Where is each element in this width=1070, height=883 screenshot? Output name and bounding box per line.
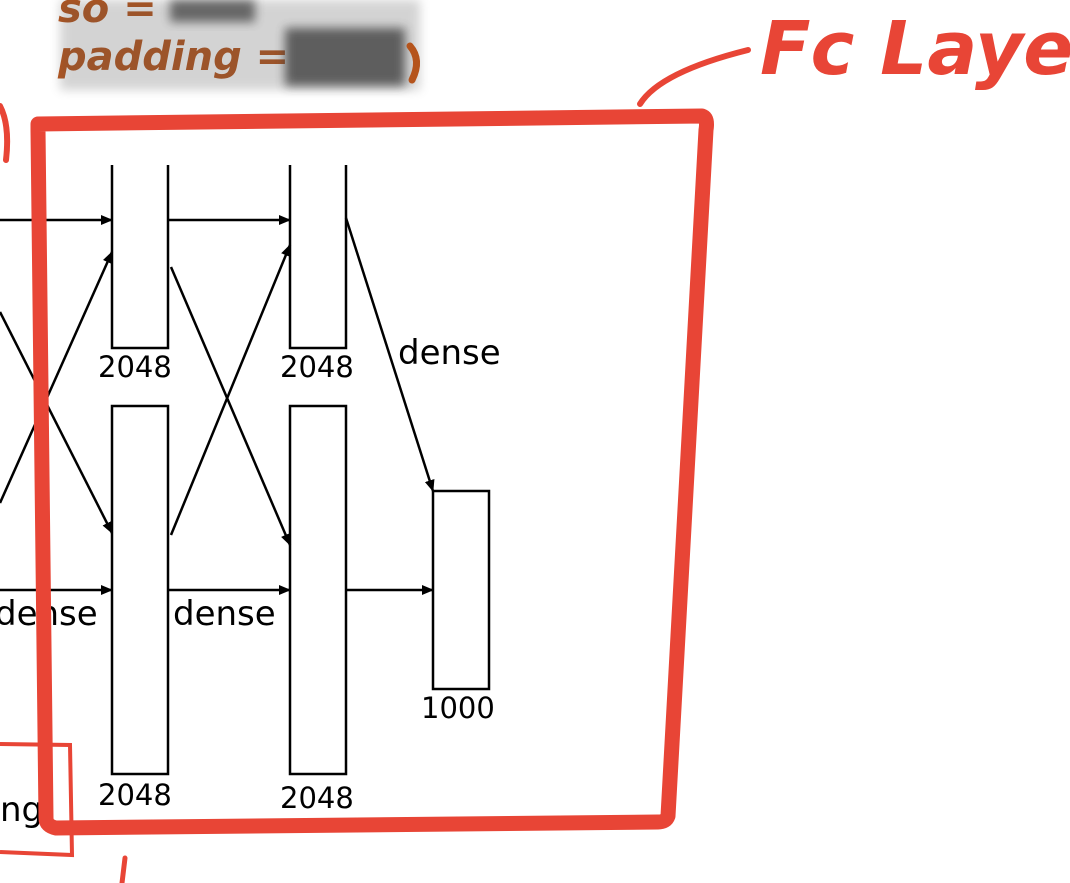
left-annotation-stroke <box>0 103 11 163</box>
edge-bottom-1-to-top-2 <box>169 244 292 536</box>
bottom-annotation-stroke <box>119 855 128 883</box>
scribble-paren <box>406 42 420 84</box>
edge-in-cross-down <box>0 311 114 534</box>
units-label-top-2: 2048 <box>280 350 354 384</box>
edge-top-2-to-output <box>344 217 435 492</box>
units-label-top-1: 2048 <box>98 350 172 384</box>
partial-highlight-box <box>0 742 75 858</box>
fc-layer-annotation: Fc Layer <box>30 6 1070 836</box>
layer-output <box>431 489 491 691</box>
units-label-bottom-1: 2048 <box>98 778 172 812</box>
connections <box>0 215 435 595</box>
layer-boxes <box>110 165 491 776</box>
fc-layer-leader-line <box>637 47 751 107</box>
fc-layer-title: Fc Layer <box>760 6 1070 92</box>
edge-label-dense-right: dense <box>398 333 501 373</box>
layer-top-1 <box>110 165 170 350</box>
layer-top-2 <box>288 165 348 350</box>
units-label-output: 1000 <box>421 691 495 725</box>
fc-layer-highlight-box <box>30 108 714 836</box>
units-label-bottom-2: 2048 <box>280 781 354 815</box>
layer-bottom-2 <box>288 404 348 776</box>
layer-bottom-1 <box>110 404 170 776</box>
redaction-shadow <box>60 0 420 90</box>
edge-in-cross-up <box>0 251 114 504</box>
partial-label: ng <box>0 790 43 830</box>
edge-top-1-to-bottom-2 <box>169 266 292 546</box>
edge-label-dense-mid: dense <box>173 594 276 634</box>
scribble-annotation: so = padding = <box>57 0 420 90</box>
